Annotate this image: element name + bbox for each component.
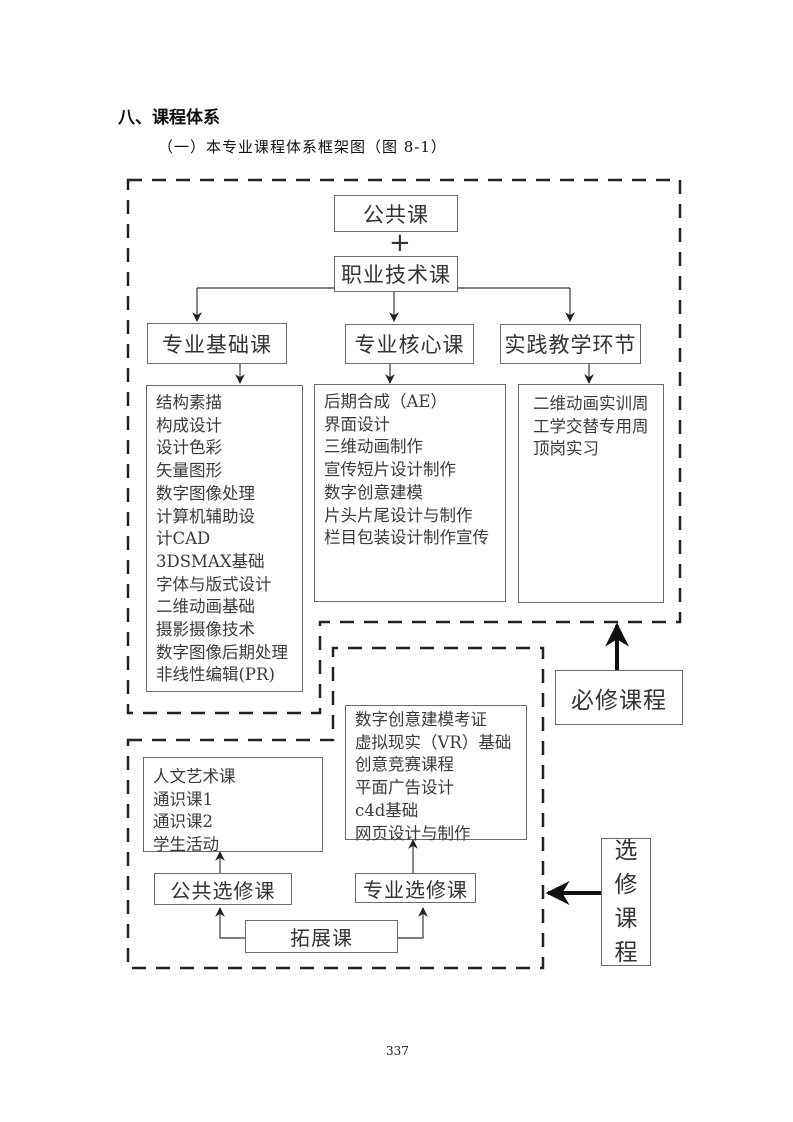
public-elective-list: 人文艺术课 通识课1 通识课2 学生活动: [143, 757, 323, 854]
label-char: 修: [614, 872, 638, 898]
list-item: 学生活动: [153, 835, 219, 855]
list-item: 设计色彩: [156, 438, 222, 458]
list-item: 虚拟现实（VR）基础: [355, 732, 512, 752]
elective-courses-label: 选 修 课 程: [601, 838, 651, 966]
list-item: 界面设计: [324, 414, 390, 434]
section-title: 八、课程体系: [118, 108, 220, 128]
vocational-course-node: 职业技术课: [334, 256, 458, 292]
major-elective-header: 专业选修课: [355, 873, 476, 903]
list-item: 后期合成（AE）: [324, 392, 447, 411]
basic-course-list: 结构素描 构成设计 设计色彩 矢量图形 数字图像处理 计算机辅助设 计CAD 3…: [146, 385, 303, 692]
major-elective-list: 数字创意建模考证 虚拟现实（VR）基础 创意竞赛课程 平面广告设计 c4d基础 …: [345, 705, 527, 843]
list-item: 3DSMAX基础: [156, 551, 265, 571]
practice-course-list: 二维动画实训周 工学交替专用周 顶岗实习: [518, 384, 664, 603]
arrow-extension-to-major: [398, 907, 428, 939]
label-char: 课: [614, 906, 638, 932]
list-item: 数字图像处理: [156, 483, 255, 503]
list-item: 创意竞赛课程: [355, 755, 454, 775]
list-item: 计CAD: [156, 529, 211, 549]
arrow-extension-to-public: [215, 907, 245, 939]
list-item: 平面广告设计: [355, 778, 454, 798]
list-item: 工学交替专用周: [533, 416, 649, 436]
required-courses-label: 必修课程: [555, 670, 683, 725]
list-item: 顶岗实习: [533, 439, 599, 459]
subsection-title: （一）本专业课程体系框架图（图 8-1）: [158, 138, 447, 156]
required-region-border: [126, 178, 682, 715]
plus-sign: +: [389, 228, 411, 258]
elective-region-border: [126, 646, 545, 970]
extension-course-node: 拓展课: [245, 920, 398, 953]
basic-course-header: 专业基础课: [147, 323, 287, 364]
list-item: 数字创意建模考证: [355, 710, 487, 729]
list-item: 构成设计: [156, 415, 222, 435]
practice-course-header: 实践教学环节: [500, 324, 641, 364]
public-course-node: 公共课: [334, 195, 458, 232]
list-item: 字体与版式设计: [156, 574, 272, 594]
list-item: 网页设计与制作: [355, 823, 471, 843]
list-item: c4d基础: [355, 800, 419, 820]
list-item: 摄影摄像技术: [156, 620, 255, 640]
list-item: 通识课1: [153, 789, 213, 809]
core-course-header: 专业核心课: [345, 324, 474, 364]
label-char: 选: [614, 838, 638, 864]
list-item: 三维动画制作: [324, 437, 423, 457]
list-item: 片头片尾设计与制作: [324, 505, 473, 525]
list-item: 栏目包装设计制作宣传: [324, 528, 489, 548]
list-item: 人文艺术课: [153, 767, 236, 786]
list-item: 矢量图形: [156, 461, 222, 481]
list-item: 宣传短片设计制作: [324, 460, 456, 480]
list-item: 数字图像后期处理: [156, 642, 288, 662]
list-item: 计算机辅助设: [156, 506, 255, 526]
list-item: 二维动画实训周: [533, 394, 649, 413]
list-item: 结构素描: [156, 393, 222, 412]
list-item: 通识课2: [153, 812, 213, 832]
list-item: 数字创意建模: [324, 482, 423, 502]
public-elective-header: 公共选修课: [154, 873, 292, 905]
page-number: 337: [386, 1044, 409, 1058]
list-item: 非线性编辑(PR): [156, 665, 275, 685]
label-char: 程: [614, 940, 638, 966]
list-item: 二维动画基础: [156, 597, 255, 617]
core-course-list: 后期合成（AE） 界面设计 三维动画制作 宣传短片设计制作 数字创意建模 片头片…: [314, 384, 506, 602]
